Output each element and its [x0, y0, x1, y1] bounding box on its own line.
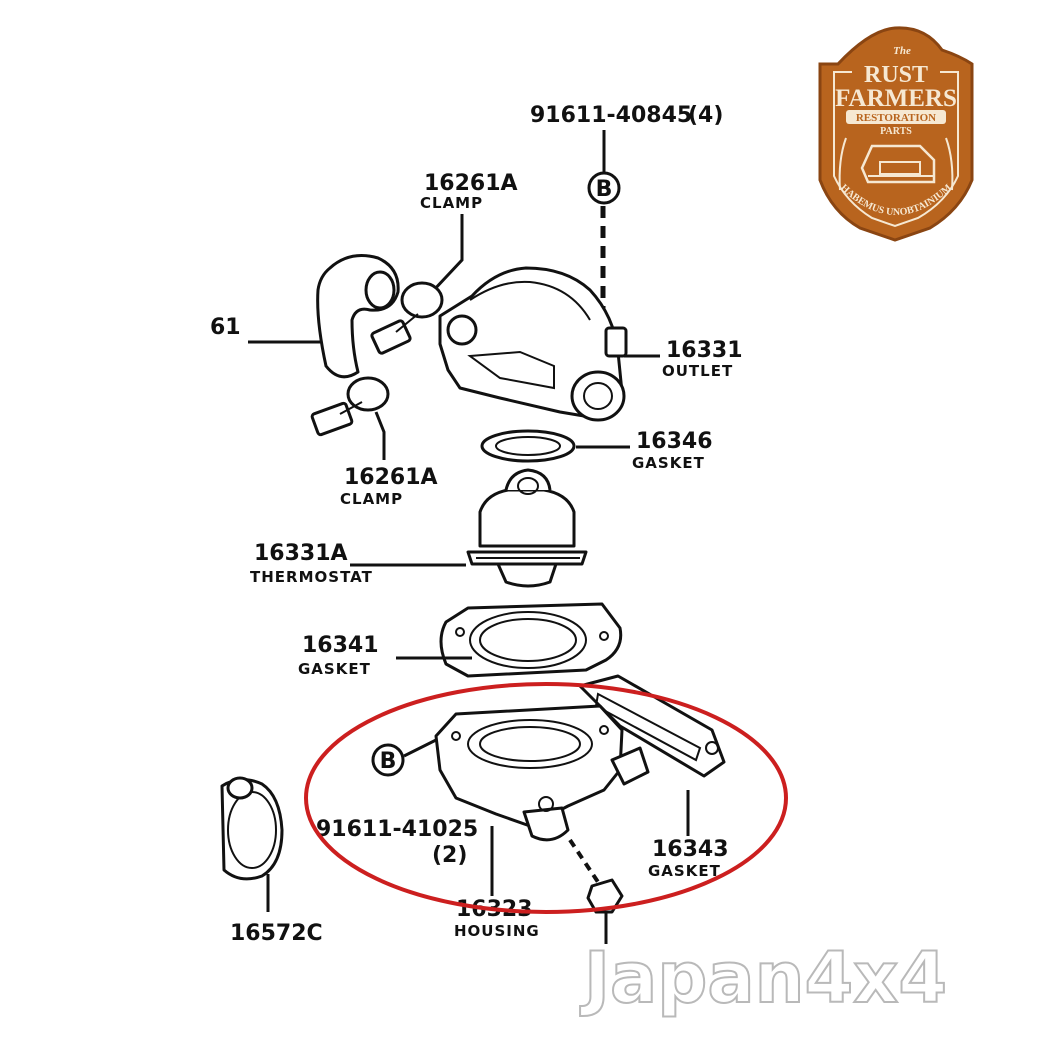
thermostat [466, 468, 588, 588]
hose-clamp-lower [310, 376, 390, 437]
clamp-upper-leader [430, 214, 464, 294]
outlet-name: OUTLET [662, 362, 733, 380]
hose-clamp-number: 16572C [230, 921, 323, 946]
bolt-bottom-marker-leader [403, 738, 437, 758]
bolt-top-qty: (4) [688, 103, 723, 128]
clamp-upper-name: CLAMP [420, 194, 483, 212]
logo-line1: RUST [864, 62, 928, 88]
clamp-upper-number: 16261A [424, 171, 518, 196]
clamp-lower-number: 16261A [344, 465, 438, 490]
bolt-bottom-qty: (2) [432, 843, 467, 868]
clamp-lower-leader [374, 411, 386, 460]
gasket-flange-number: 16341 [302, 633, 379, 658]
drain-bolt-dash [568, 838, 600, 884]
gasket-side-number: 16343 [652, 837, 729, 862]
highlight-ellipse [304, 682, 788, 914]
truck-icon [860, 144, 936, 184]
hose-clamp-16572c [220, 776, 284, 881]
clamp-lower-name: CLAMP [340, 490, 403, 508]
thermostat-housing [434, 674, 726, 842]
gasket-ring-name: GASKET [632, 454, 705, 472]
bolt-bottom-marker-circle [371, 743, 405, 777]
outlet-number: 16331 [666, 338, 743, 363]
bolt-top-number: 91611-40845 [530, 103, 692, 128]
gasket-side-name: GASKET [648, 862, 721, 880]
logo-banner: RESTORATION [856, 112, 936, 124]
drain-bolt [586, 878, 624, 944]
thermostat-name: THERMOSTAT [250, 568, 373, 586]
logo-line2: FARMERS [835, 85, 957, 112]
wheat-icon [838, 137, 954, 191]
bolt-bottom-number: 91611-41025 [316, 817, 478, 842]
radiator-hose [316, 254, 400, 379]
rust-farmers-logo: The RUST FARMERS RESTORATION PARTS HABEM… [818, 26, 974, 242]
flange-gasket [439, 602, 623, 678]
water-outlet [438, 266, 628, 422]
thermostat-number: 16331A [254, 541, 348, 566]
logo-the: The [893, 45, 911, 57]
hose-clamp-upper [370, 281, 444, 355]
gasket-flange-name: GASKET [298, 660, 371, 678]
hose-left-number: 61 [210, 315, 241, 340]
bolt-bottom-marker: B [380, 749, 397, 774]
logo-sub: PARTS [880, 126, 912, 137]
watermark: Japan4x4 [580, 937, 947, 1019]
ring-gasket [480, 429, 576, 463]
gasket-ring-number: 16346 [636, 429, 713, 454]
housing-name: HOUSING [454, 922, 540, 940]
bolt-top-marker: B [596, 177, 613, 202]
bolt-top-marker-circle [587, 171, 621, 205]
